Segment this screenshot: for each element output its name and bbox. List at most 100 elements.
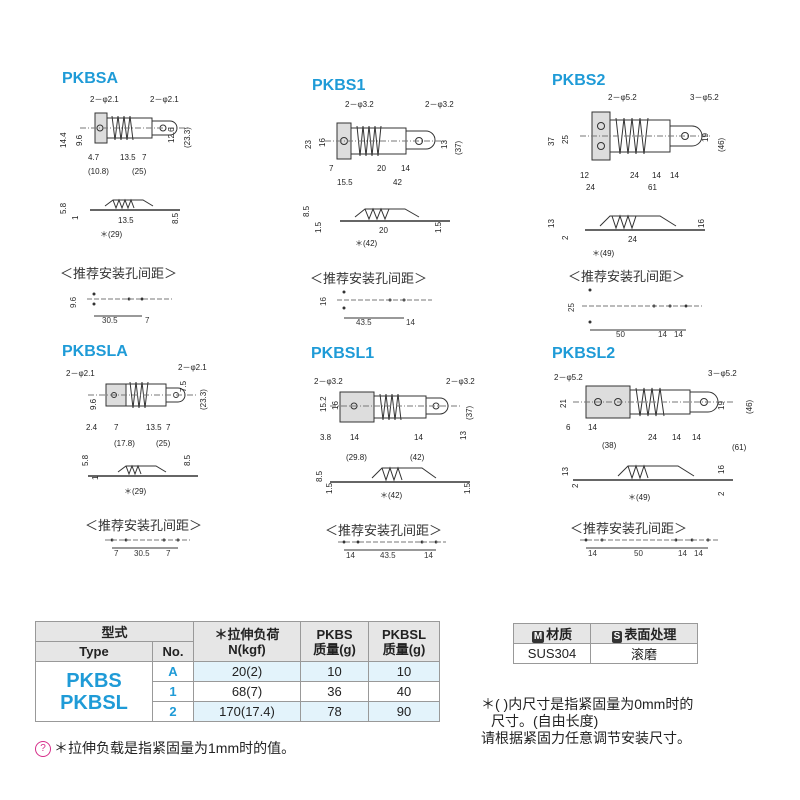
type-pkbsl: PKBSL	[60, 691, 128, 714]
pkbsl2-dim-2b: 2	[717, 491, 726, 496]
pkbs1-dim-15b: 1.5	[434, 221, 443, 233]
pkbsla-dim-h1: 2－φ2.1	[66, 369, 95, 378]
caption-pkbs2: ＜推荐安装孔间距＞	[568, 269, 686, 284]
pkbsa-hole-96: 9.6	[69, 296, 78, 308]
pkbs1-dim-42: 42	[393, 178, 402, 187]
pkbsl2-dim-h1: 2－φ5.2	[554, 373, 583, 382]
pkbsla-dim-1: 1	[91, 475, 100, 480]
pkbsa-hole-305: 30.5	[102, 316, 118, 325]
pkbsl1-dim-14: 14	[350, 433, 359, 442]
row-load: 20(2)	[193, 661, 301, 682]
caption-pkbsl2: ＜推荐安装孔间距＞	[570, 521, 688, 536]
pkbsa-dim-144: 14.4	[59, 132, 68, 148]
row-no: 1	[152, 681, 194, 702]
row-pkbs: 78	[300, 701, 369, 722]
header-pkbsl-unit: 质量(g)	[382, 641, 426, 657]
pkbs1-dim-14: 14	[401, 164, 410, 173]
pkbsa-dim-29: ＊(29)	[100, 230, 123, 239]
pkbs2-dim-2: 2	[561, 235, 570, 240]
pkbs2-dim-14: 14	[652, 171, 661, 180]
pkbs2-dim-24b: 24	[630, 171, 639, 180]
pkbsla-dim-85: 8.5	[183, 454, 192, 466]
pkbsa-dim-58: 5.8	[59, 202, 68, 214]
load-note: ?＊拉伸负载是指紧固量为1mm时的值。	[35, 740, 295, 758]
pkbs1-dim-20b: 20	[379, 226, 388, 235]
pkbs1-dim-h2: 2－φ3.2	[425, 100, 454, 109]
pkbsl2-dim-46: (46)	[745, 399, 754, 414]
pkbsa-dim-25: (25)	[132, 167, 147, 176]
pkbsla-hole-drawing: 7 30.5 7	[105, 538, 190, 558]
pkbsla-dim-178: (17.8)	[114, 439, 135, 448]
pkbs1-dim-15: 1.5	[314, 221, 323, 233]
pkbs1-drawing: 2－φ3.2 2－φ3.2 23 16 7 15.5 20 14 42 13 (…	[302, 100, 463, 248]
title-pkbsl2: PKBSL2	[552, 345, 616, 362]
pkbsla-hole-305: 30.5	[134, 549, 150, 558]
pkbsla-dim-135: 13.5	[146, 423, 162, 432]
pkbs2-dim-12: 12	[580, 171, 589, 180]
pkbs1-hole-435: 43.5	[356, 318, 372, 327]
pkbsl1-dim-13: 13	[459, 431, 468, 440]
row-pkbsl: 40	[368, 681, 440, 702]
pkbsl1-hole-435: 43.5	[380, 551, 396, 560]
pkbs2-dim-h1: 2－φ5.2	[608, 93, 637, 102]
paren-note: ＊( )内尺寸是指紧固量为0mm时的 尺寸。(自由长度) 请根据紧固力任意调节安…	[481, 696, 693, 747]
header-surface-label: 表面处理	[624, 627, 677, 642]
pkbs1-dim-13: 13	[440, 140, 449, 149]
pkbsla-dim-58: 5.8	[81, 454, 90, 466]
pkbsla-dim-233: (23.3)	[199, 389, 208, 410]
pkbs2-dim-14b: 14	[670, 171, 679, 180]
pkbsa-dim-96: 9.6	[75, 134, 84, 146]
title-pkbs2: PKBS2	[552, 72, 606, 89]
pkbsl2-dim-2: 2	[571, 483, 580, 488]
pkbs1-dim-7: 7	[329, 164, 334, 173]
pkbsa-dim-135b: 13.5	[118, 216, 134, 225]
row-no: 2	[152, 701, 194, 722]
header-pkbs: PKBS 质量(g)	[300, 621, 369, 662]
row-load: 170(17.4)	[193, 701, 301, 722]
pkbs2-dim-19: 19	[701, 133, 710, 142]
pkbs1-dim-37: (37)	[454, 140, 463, 155]
pkbsl1-dim-42b: ＊(42)	[380, 491, 403, 500]
title-pkbsla: PKBSLA	[62, 343, 128, 360]
pkbs1-dim-h1: 2－φ3.2	[345, 100, 374, 109]
pkbsl2-hole-14: 14	[588, 549, 597, 558]
pkbsl2-dim-h2: 3－φ5.2	[708, 369, 737, 378]
pkbsl1-dim-14b: 14	[414, 433, 423, 442]
pkbs2-dim-h2: 3－φ5.2	[690, 93, 719, 102]
pkbsl2-dim-14: 14	[588, 423, 597, 432]
pkbs2-hole-14b: 14	[674, 330, 683, 339]
pkbsa-dim-h1: 2－φ2.1	[90, 95, 119, 104]
pkbs2-hole-14: 14	[658, 330, 667, 339]
pkbsa-hole-drawing: 9.6 30.5 7	[69, 292, 172, 325]
pkbsl2-dim-14c: 14	[692, 433, 701, 442]
pkbsl2-drawing: 2－φ5.2 3－φ5.2 21 6 14 (38) 24 14 14 19 (…	[554, 369, 754, 502]
header-load-unit: N(kgf)	[228, 641, 266, 657]
spec-table: 型式 ＊拉伸负荷 N(kgf) PKBS 质量(g) PKBSL 质量(g) T…	[35, 621, 440, 722]
pkbsl2-dim-21: 21	[559, 399, 568, 408]
pkbsl2-hole-50: 50	[634, 549, 643, 558]
pkbs1-dim-42b: ＊(42)	[355, 239, 378, 248]
pkbsa-dim-135: 13.5	[120, 153, 136, 162]
pkbsl1-hole-drawing: 14 43.5 14	[338, 540, 446, 560]
pkbsl1-dim-85: 8.5	[315, 470, 324, 482]
row-no: A	[152, 661, 194, 682]
row-pkbs: 36	[300, 681, 369, 702]
pkbsla-dim-96: 9.6	[89, 398, 98, 410]
pkbsl2-dim-13: 13	[561, 467, 570, 476]
pkbsl1-dim-298: (29.8)	[346, 453, 367, 462]
pkbsl2-dim-49: ＊(49)	[628, 493, 651, 502]
pkbsla-dim-25: (25)	[156, 439, 171, 448]
header-pkbs-label: PKBS	[316, 626, 353, 642]
header-type-en: Type	[35, 641, 153, 662]
pkbsa-dim-233: (23.3)	[183, 127, 192, 148]
pkbs1-dim-85: 8.5	[302, 205, 311, 217]
caption-pkbs1: ＜推荐安装孔间距＞	[310, 271, 428, 286]
pkbsa-dim-h2: 2－φ2.1	[150, 95, 179, 104]
pkbsa-dim-1: 1	[71, 215, 80, 220]
material-badge-icon: M	[531, 631, 545, 643]
surface-badge-icon: S	[611, 631, 623, 643]
row-pkbs: 10	[300, 661, 369, 682]
header-pkbsl-label: PKBSL	[381, 626, 427, 642]
